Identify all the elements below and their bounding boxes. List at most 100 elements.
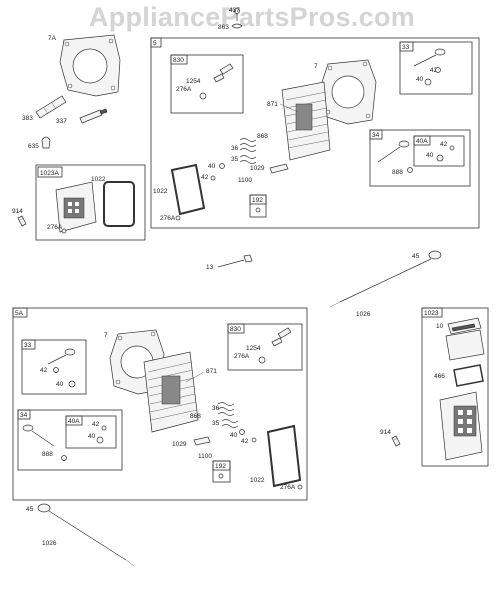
kit-tag-830-b [227,323,245,334]
label-40-d: 40 [56,381,64,388]
assembly-tag-5 [150,37,162,48]
label-40-c: 40 [426,152,434,159]
breather-cap-10 [447,317,482,335]
kit-box-40A-b [65,415,117,449]
spring-36-b [217,402,235,416]
label-1023: 1023 [424,310,439,317]
keeper-42-b [210,175,216,181]
valve-cover-1023 [439,391,483,461]
label-276A-d: 276A [234,353,250,360]
label-276A-a: 276A [176,86,192,93]
label-42-c: 42 [440,141,448,148]
kit-box-830 [170,54,244,114]
label-34: 34 [372,132,380,139]
label-42-f: 42 [92,421,100,428]
label-13: 13 [206,264,214,271]
label-35-b: 35 [212,420,220,427]
leader-871 [279,103,299,113]
label-276A-e: 276A [280,484,296,491]
kit-tag-33-a [399,41,414,52]
spark-plug-337 [79,108,108,124]
label-40A: 40A [416,138,428,145]
boot-635 [41,136,51,149]
valve-34-b [22,424,55,447]
kit-tag-192-b [212,460,231,471]
label-830-b: 830 [230,326,241,333]
label-34-b: 34 [20,412,28,419]
label-45-b: 45 [26,506,34,513]
keeper-42-e [251,437,257,443]
bolt-914-b [391,435,401,447]
label-5A: 5A [15,310,24,317]
gasket-466 [453,364,484,387]
label-1023A: 1023A [40,170,59,177]
label-7A: 7A [48,35,57,42]
label-914-a: 914 [12,208,23,215]
label-383: 383 [22,115,33,122]
label-45-a: 45 [412,253,420,260]
label-40-a: 40 [416,76,424,83]
valve-33-b [47,348,76,365]
kit-tag-34-b [17,409,31,420]
gasket-7A [59,34,121,97]
label-40A-b: 40A [68,418,80,425]
label-868-a: 868 [257,133,268,140]
part-888-b [61,455,67,461]
kit-tag-830 [170,54,188,65]
part-888-a [407,167,413,173]
kit-box-33-a [399,41,473,95]
kit-tag-192-a [249,194,267,205]
label-466: 466 [434,373,445,380]
label-1254: 1254 [186,78,201,85]
screw-276A-c [175,215,181,221]
breather-830 [199,63,234,100]
label-1026-b: 1026 [42,540,57,547]
label-1100-a: 1100 [238,177,252,184]
breather-830-b [258,327,292,364]
label-192-b: 192 [215,463,226,470]
cylinder-head-bottom [143,351,199,433]
screw-276A-b [61,228,67,234]
label-5: 5 [153,40,157,47]
assembly-box-5 [150,37,480,229]
label-36-b: 36 [212,405,220,412]
spark-plug-wire-383 [35,95,67,119]
label-635: 635 [28,143,39,150]
breather-body-1023 [445,329,485,361]
dipstick-45-b [37,503,135,567]
kit-tag-1023A [37,166,63,178]
valve-33-a [413,48,446,67]
label-871: 871 [267,101,278,108]
gasket-1022-c [266,424,302,488]
label-33: 33 [402,44,410,51]
gasket-1022-b [170,163,206,216]
screw-276A-e [297,484,303,490]
label-868-b: 868 [190,413,201,420]
seal-40-c [436,154,444,162]
seal-40-e [239,429,245,435]
keeper-42-a [435,67,441,73]
seal-40-b [219,163,225,169]
bolt-13 [217,254,253,268]
kit-box-1023 [421,307,489,467]
label-871-b: 871 [206,368,217,375]
label-42-b: 42 [201,174,209,181]
label-42-a: 42 [430,67,438,74]
label-36-a: 36 [231,145,239,152]
label-437: 437 [229,7,240,14]
watermark-text: AppliancePartsPros.com [89,2,415,32]
seal-40-a [424,78,432,86]
seal-40-d [68,380,76,388]
label-40-b: 40 [208,163,216,170]
spring-35-a [239,155,257,164]
kit-tag-33-b [21,339,36,350]
cylinder-head-top [281,81,331,161]
keeper-42-f [101,425,107,431]
spring-35-b [221,419,239,428]
spring-36-a [239,138,257,152]
label-1100-b: 1100 [198,453,212,460]
rocker-1029-a [269,163,289,174]
label-888-b: 888 [42,451,53,458]
assembly-box-5A [12,307,308,501]
